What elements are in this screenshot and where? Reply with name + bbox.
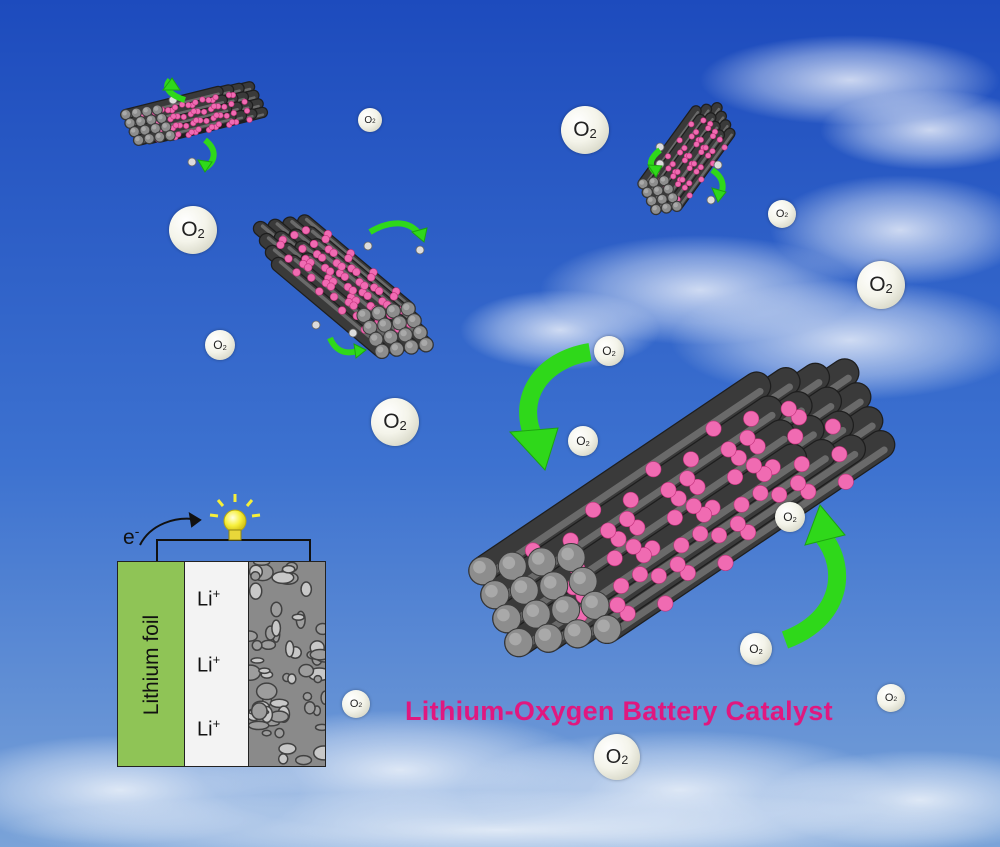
curved-arrow-icon [327,336,367,359]
electron-dot [363,241,373,251]
lithium-foil-anode: Lithium foil [117,561,185,767]
curved-arrow-icon [508,343,592,471]
curved-arrow-icon [781,504,847,649]
nanorod-bundle-icon [120,81,269,146]
electrolyte-layer [185,561,249,767]
figure-title: Lithium-Oxygen Battery Catalyst [405,696,833,726]
ion-label-3: Li+ [197,716,221,741]
electron-dot [713,160,723,170]
nanorod-bundle-icon [252,214,434,360]
curved-arrow-icon [710,167,727,203]
curved-arrow-icon [647,147,663,178]
ion-label-1: Li+ [197,586,221,611]
ion-label-2: Li+ [197,652,221,677]
nanorod-bundle-icon [468,358,896,658]
curved-arrow-icon [162,77,187,103]
nanorod-bundle-icon [637,102,736,216]
curved-arrow-icon [197,137,217,173]
electron-dot [706,195,716,205]
electron-dot [415,245,425,255]
cathode-texture [249,562,325,766]
lightbulb-icon [209,494,261,541]
electron-label: e- [123,523,140,549]
curved-arrow-icon [368,220,428,243]
porous-cathode [249,561,326,767]
anode-label: Lithium foil [140,614,163,716]
electron-dot [311,320,321,330]
electron-dot [187,157,197,167]
electron-dot [348,328,358,338]
